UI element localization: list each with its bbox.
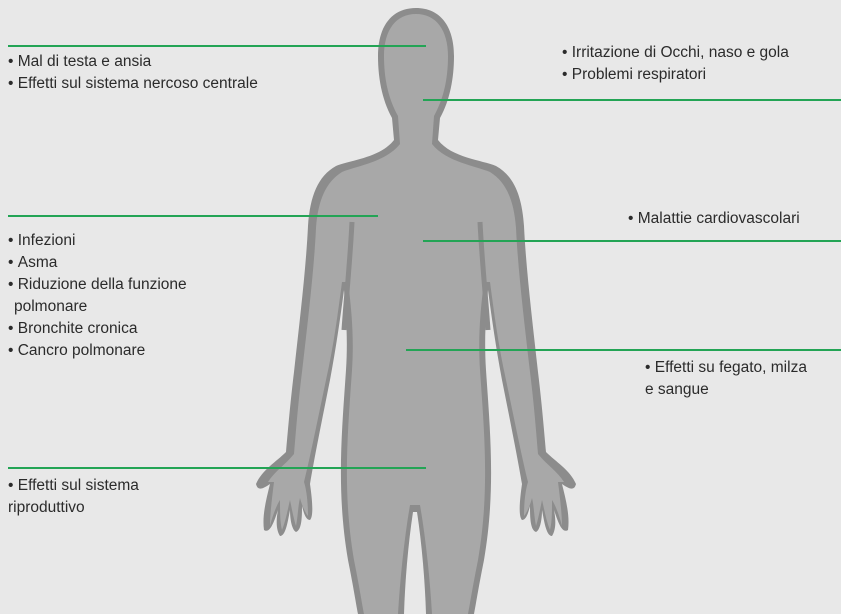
annotation-reproductive-item: riproduttivo	[8, 497, 139, 519]
annotation-throat: Irritazione di Occhi, naso e gola Proble…	[562, 42, 789, 86]
annotation-throat-item: Irritazione di Occhi, naso e gola	[562, 42, 789, 64]
annotation-head-item: Mal di testa e ansia	[8, 51, 258, 73]
annotation-abdomen: Effetti su fegato, milza e sangue	[645, 357, 807, 401]
annotation-head: Mal di testa e ansia Effetti sul sistema…	[8, 51, 258, 95]
annotation-reproductive-item: Effetti sul sistema	[8, 475, 139, 497]
annotation-lungs-item: Asma	[8, 252, 187, 274]
annotation-throat-item: Problemi respiratori	[562, 64, 789, 86]
annotation-heart: Malattie cardiovascolari	[628, 208, 800, 230]
annotation-abdomen-item: e sangue	[645, 379, 807, 401]
annotation-lungs-item: Bronchite cronica	[8, 318, 187, 340]
annotation-head-item: Effetti sul sistema nercoso centrale	[8, 73, 258, 95]
annotation-abdomen-item: Effetti su fegato, milza	[645, 357, 807, 379]
annotation-lungs-item: Riduzione della funzione	[8, 274, 187, 296]
annotation-reproductive: Effetti sul sistema riproduttivo	[8, 475, 139, 519]
annotation-lungs-item: Infezioni	[8, 230, 187, 252]
body-silhouette	[256, 8, 576, 614]
annotation-lungs: Infezioni Asma Riduzione della funzione …	[8, 230, 187, 362]
annotation-lungs-item: Cancro polmonare	[8, 340, 187, 362]
annotation-lungs-item: polmonare	[8, 296, 187, 318]
annotation-heart-item: Malattie cardiovascolari	[628, 208, 800, 230]
